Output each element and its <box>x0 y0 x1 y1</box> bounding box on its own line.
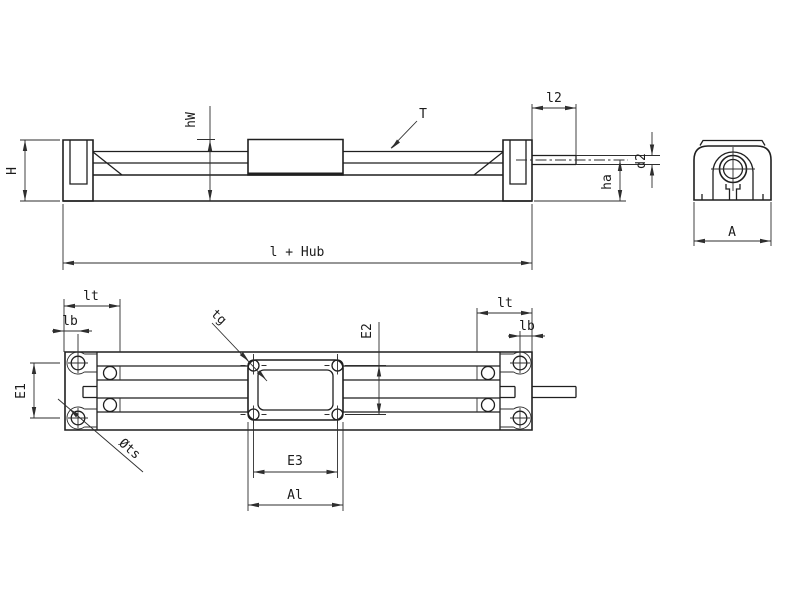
dim-l2: l2 <box>531 91 577 155</box>
dim-A: A <box>693 202 772 246</box>
dim-label-E1: E1 <box>14 383 29 399</box>
dim-E3: E3 <box>253 426 338 478</box>
dim-E1: E1 <box>14 362 60 419</box>
dim-Al: Al <box>247 422 344 511</box>
dim-ots: Øts <box>57 398 144 473</box>
dim-label-l-hub: l + Hub <box>270 245 325 260</box>
dim-d2: d2 <box>576 132 660 188</box>
dim-label-ha: ha <box>600 174 615 190</box>
dim-ha: ha <box>534 160 626 202</box>
dim-hW: hW <box>184 106 215 201</box>
dim-E2: E2 <box>345 322 386 415</box>
dim-lb-left: lb <box>52 314 92 358</box>
dim-label-T: T <box>419 107 427 122</box>
dim-label-l2: l2 <box>546 91 562 106</box>
dim-label-hW: hW <box>184 112 199 128</box>
mounting-holes <box>66 351 532 430</box>
carriage-screw-holes <box>240 354 351 426</box>
dim-H: H <box>5 139 60 202</box>
dim-lt-right: lt <box>476 296 533 352</box>
dim-label-lt-right: lt <box>497 296 513 311</box>
dim-lt-left: lt <box>63 289 121 352</box>
side-view-linework <box>62 138 628 202</box>
dim-lb-right: lb <box>508 319 545 358</box>
dim-T: T <box>390 107 427 149</box>
dim-label-d2: d2 <box>634 153 649 169</box>
plan-view-linework <box>64 351 577 431</box>
dim-label-lt-left: lt <box>83 289 99 304</box>
dim-label-H: H <box>5 167 20 175</box>
dim-label-ots: Øts <box>116 436 144 463</box>
dim-label-tg: tg <box>208 307 230 329</box>
dim-label-Al: Al <box>287 488 303 503</box>
dim-label-E2: E2 <box>360 323 375 339</box>
dim-label-A: A <box>728 225 736 240</box>
dim-label-lb-right: lb <box>519 319 535 334</box>
dim-label-E3: E3 <box>287 454 303 469</box>
end-view-dimensions: A <box>693 202 772 246</box>
side-view-dimensions: H hW T l2 d2 ha <box>5 91 660 270</box>
end-view-linework <box>693 139 772 201</box>
dim-l-hub: l + Hub <box>62 204 533 270</box>
dim-label-lb-left: lb <box>62 314 78 329</box>
